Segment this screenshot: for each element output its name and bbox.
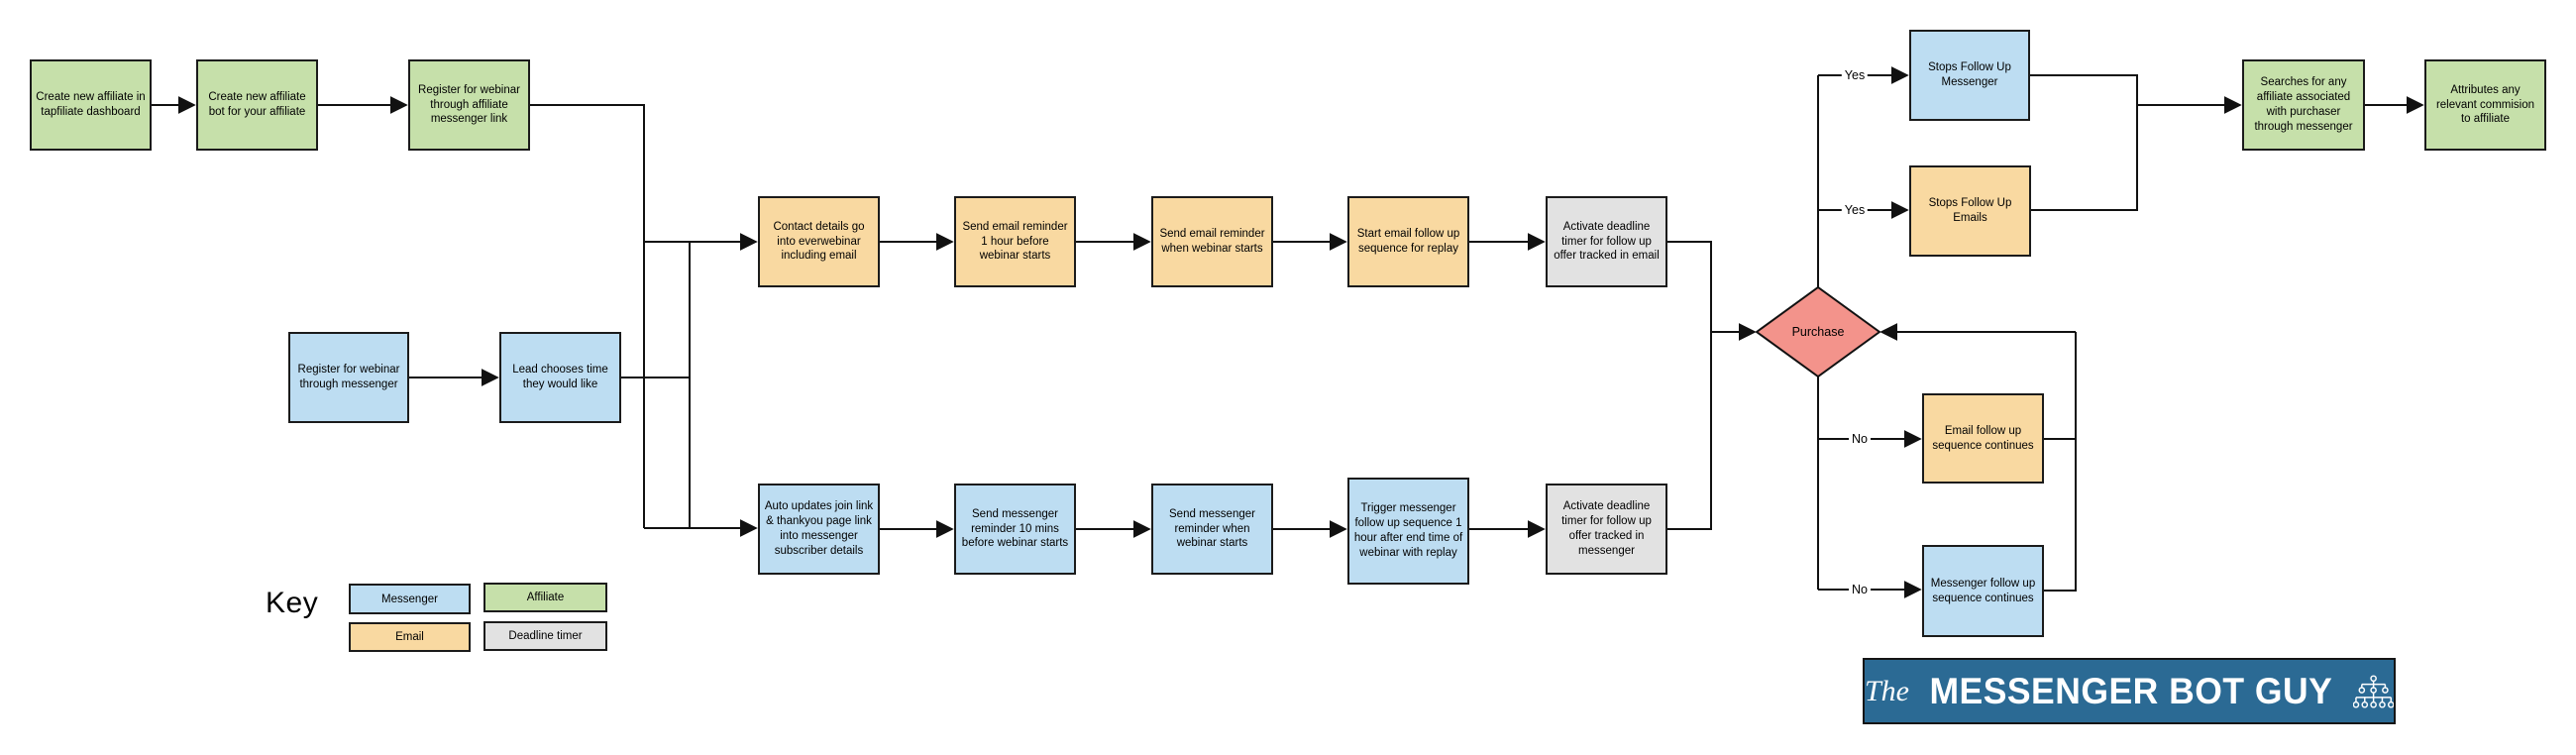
- edge-label-no-messenger: No: [1849, 583, 1871, 596]
- legend-item-deadline-timer: Deadline timer: [483, 621, 607, 651]
- node-email-reminder-1hr: Send email reminder 1 hour before webina…: [954, 196, 1076, 287]
- node-deadline-timer-email: Activate deadline timer for follow up of…: [1546, 196, 1667, 287]
- node-email-reminder-start: Send email reminder when webinar starts: [1151, 196, 1273, 287]
- legend-item-affiliate: Affiliate: [483, 583, 607, 612]
- legend-item-email: Email: [349, 622, 471, 652]
- sitemap-icon: [2352, 674, 2394, 708]
- node-register-affiliate-link: Register for webinar through affiliate m…: [408, 59, 530, 151]
- node-register-messenger: Register for webinar through messenger: [288, 332, 409, 423]
- node-purchase-decision: Purchase: [1791, 325, 1845, 339]
- node-lead-chooses-time: Lead chooses time they would like: [499, 332, 621, 423]
- node-stops-followup-emails: Stops Follow Up Emails: [1909, 165, 2031, 257]
- node-deadline-timer-messenger: Activate deadline timer for follow up of…: [1546, 484, 1667, 575]
- node-create-affiliate: Create new affiliate in tapfiliate dashb…: [30, 59, 152, 151]
- node-email-followup-replay: Start email follow up sequence for repla…: [1347, 196, 1469, 287]
- node-messenger-reminder-10min: Send messenger reminder 10 mins before w…: [954, 484, 1076, 575]
- edge-label-no-email: No: [1849, 432, 1871, 446]
- logo-banner: The MESSENGER BOT GUY: [1863, 658, 2396, 724]
- logo-text: MESSENGER BOT GUY: [1929, 670, 2333, 711]
- node-contact-details: Contact details go into everwebinar incl…: [758, 196, 880, 287]
- legend-item-messenger: Messenger: [349, 584, 471, 614]
- edge-label-yes-messenger: Yes: [1841, 68, 1869, 82]
- purchase-decision-diamond: [1755, 285, 1881, 378]
- node-create-affiliate-bot: Create new affiliate bot for your affili…: [196, 59, 318, 151]
- node-stops-followup-messenger: Stops Follow Up Messenger: [1909, 30, 2030, 121]
- node-auto-updates-links: Auto updates join link & thankyou page l…: [758, 484, 880, 575]
- node-email-followup-continues: Email follow up sequence continues: [1922, 393, 2044, 484]
- node-searches-affiliate: Searches for any affiliate associated wi…: [2242, 59, 2365, 151]
- node-trigger-messenger-followup: Trigger messenger follow up sequence 1 h…: [1347, 478, 1469, 585]
- legend-title: Key: [266, 587, 319, 619]
- edge-label-yes-emails: Yes: [1841, 203, 1869, 217]
- node-messenger-followup-continues: Messenger follow up sequence continues: [1922, 545, 2044, 637]
- logo-prefix: The: [1865, 674, 1909, 707]
- node-attributes-commission: Attributes any relevant commision to aff…: [2424, 59, 2546, 151]
- node-messenger-reminder-start: Send messenger reminder when webinar sta…: [1151, 484, 1273, 575]
